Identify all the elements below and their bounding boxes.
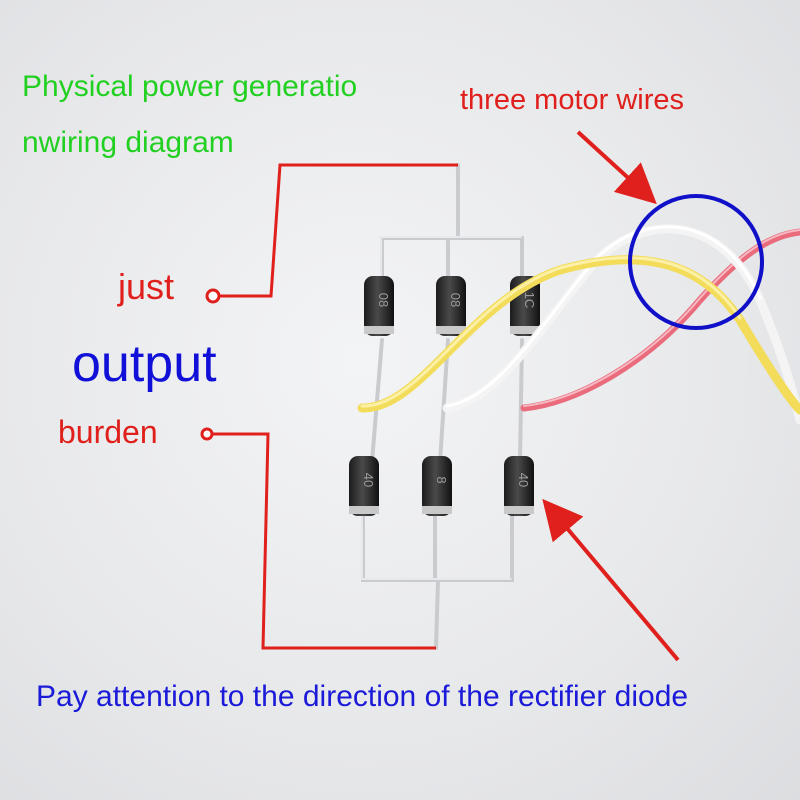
svg-text:8: 8 [434, 476, 449, 483]
red-leader-lines [213, 163, 458, 650]
just-terminal [205, 288, 221, 304]
diode-bottom-1: 40 [349, 456, 379, 516]
burden-label: burden [58, 414, 158, 450]
svg-text:08: 08 [376, 293, 391, 307]
svg-text:40: 40 [361, 473, 376, 487]
pink-wire [520, 228, 800, 412]
just-label: just [118, 266, 175, 307]
diode-top-2: 08 [436, 276, 466, 336]
title-line-1: Physical power generatio [22, 70, 358, 103]
svg-text:08: 08 [448, 293, 463, 307]
motor-wires [357, 224, 800, 425]
motor-wires-label: three motor wires [460, 84, 685, 116]
output-label: output [72, 335, 217, 393]
rectifier-direction-note: Pay attention to the direction of the re… [36, 680, 689, 713]
yellow-wire [357, 255, 800, 415]
svg-text:1C: 1C [522, 292, 537, 309]
motor-wires-arrow [576, 130, 657, 205]
svg-text:40: 40 [516, 473, 531, 487]
diode-bottom-2: 8 [422, 456, 452, 516]
burden-terminal [200, 427, 214, 441]
wire-highlight-circle [628, 194, 764, 330]
diode-top-1: 08 [364, 276, 394, 336]
title-line-2: nwiring diagram [22, 126, 234, 159]
diode-direction-arrow [542, 498, 680, 662]
diode-bottom-3: 40 [504, 456, 534, 516]
